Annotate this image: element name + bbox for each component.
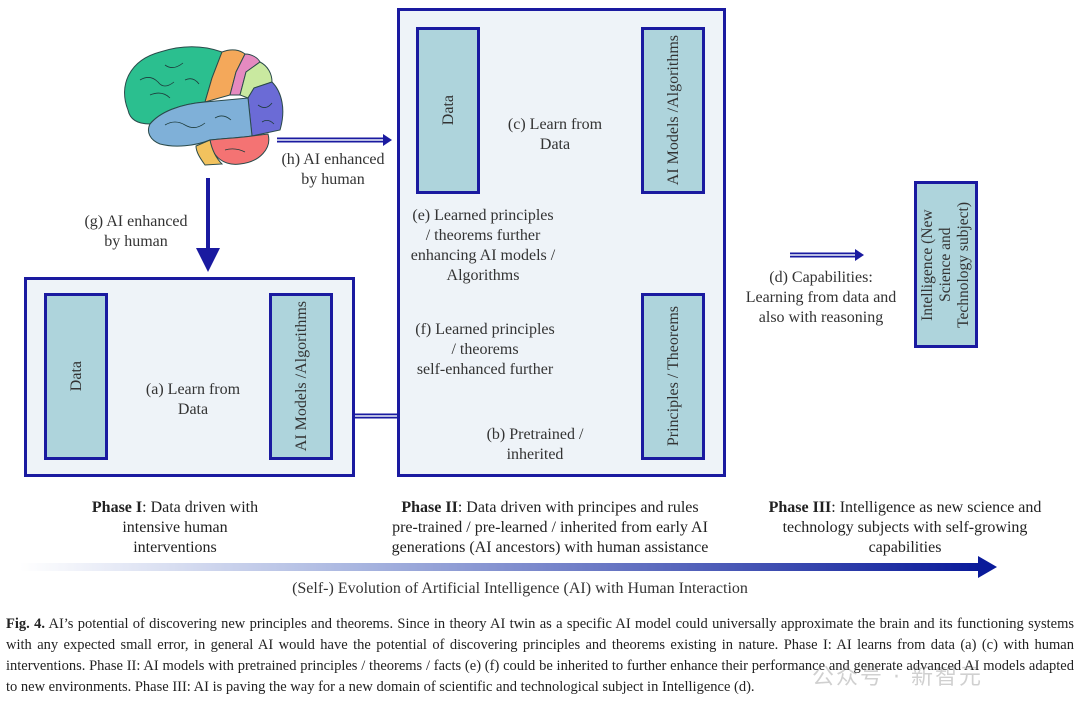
- label-a: (a) Learn from Data: [145, 381, 241, 418]
- phase2-data-label: Data: [439, 95, 457, 126]
- label-e: (e) Learned principles / theorems furthe…: [410, 207, 556, 284]
- evolution-label: (Self-) Evolution of Artificial Intellig…: [292, 580, 748, 597]
- phase2-description: Phase II: Data driven with principes and…: [391, 499, 709, 556]
- arrow-h: [277, 134, 392, 146]
- label-d: (d) Capabilities: Learning from data and…: [745, 269, 897, 326]
- phase1-data-label: Data: [67, 361, 85, 392]
- phase2-models-label: AI Models /Algorithms: [664, 35, 682, 186]
- brain-frontal-lobe: [124, 46, 223, 125]
- caption-text: AI’s potential of discovering new princi…: [6, 616, 1075, 695]
- brain-occipital-lobe: [247, 81, 284, 137]
- brain-cerebellum: [209, 133, 270, 165]
- phase1-models-box: AI Models /Algorithms: [269, 293, 333, 460]
- phase1-models-label: AI Models /Algorithms: [292, 301, 310, 452]
- brain-stem: [195, 139, 224, 166]
- arrow-d: [790, 249, 864, 261]
- phase1-data-box: Data: [44, 293, 108, 460]
- principles-label: Principles / Theorems: [664, 306, 682, 447]
- label-c: (c) Learn from Data: [507, 116, 603, 153]
- label-f: (f) Learned principles / theorems self-e…: [415, 321, 555, 378]
- watermark: 公众号 · 新智元: [812, 665, 983, 690]
- brain-orange-region: [204, 49, 246, 103]
- label-b: (b) Pretrained / inherited: [486, 426, 584, 463]
- intelligence-box: Intelligence (New Science and Technology…: [914, 181, 978, 348]
- phase2-data-box: Data: [416, 27, 480, 194]
- intelligence-label: Intelligence (New Science and Technology…: [919, 201, 972, 328]
- figure-label: Fig. 4.: [6, 616, 45, 632]
- figure-caption: Fig. 4. AI’s potential of discovering ne…: [6, 614, 1074, 698]
- brain-pink-region: [229, 53, 261, 96]
- label-g: (g) AI enhanced by human: [84, 213, 188, 250]
- brain-lightgreen-region: [239, 61, 273, 99]
- phase1-description: Phase I: Data driven with intensive huma…: [91, 499, 259, 556]
- principles-box: Principles / Theorems: [641, 293, 705, 460]
- phase3-description: Phase III: Intelligence as new science a…: [768, 499, 1042, 556]
- brain-temporal-lobe: [147, 97, 253, 147]
- phase2-models-box: AI Models /Algorithms: [641, 27, 705, 194]
- brain-icon: [124, 46, 284, 166]
- evolution-arrow: [20, 556, 997, 578]
- label-h: (h) AI enhanced by human: [281, 151, 385, 188]
